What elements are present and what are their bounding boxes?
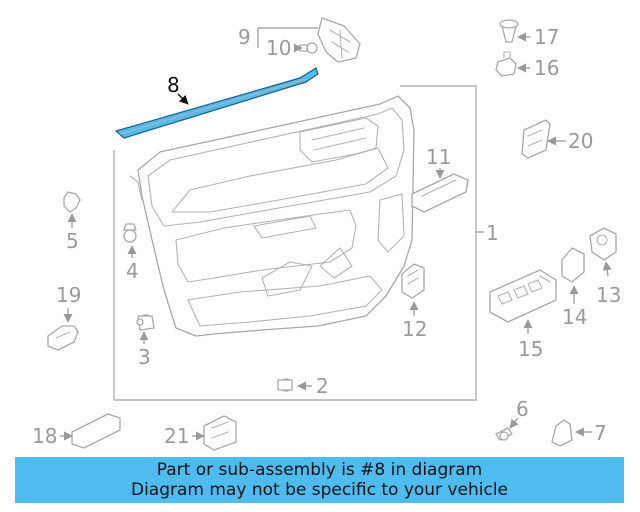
callout-11: 11 (426, 145, 451, 169)
callout-7: 7 (594, 421, 607, 445)
callout-20: 20 (568, 129, 593, 153)
callout-4: 4 (126, 259, 139, 283)
callout-3: 3 (138, 345, 151, 369)
callout-21: 21 (164, 424, 189, 448)
part-20-bezel (521, 119, 551, 159)
banner-line-2: Diagram may not be specific to your vehi… (130, 480, 508, 500)
leader-13 (602, 261, 612, 277)
part-3-fastener (136, 314, 155, 331)
door-trim-panel (129, 95, 415, 337)
part-10-screw (299, 42, 318, 54)
leader-9 (257, 27, 318, 48)
callout-10: 10 (266, 36, 291, 60)
callout-1: 1 (486, 221, 499, 245)
callout-13: 13 (596, 283, 621, 307)
callout-12: 12 (402, 317, 427, 341)
part-2-screw (277, 378, 293, 392)
part-19-handle (47, 325, 79, 351)
banner-line-1: Part or sub-assembly is #8 in diagram (156, 460, 483, 480)
callout-19: 19 (56, 283, 81, 307)
callout-17: 17 (534, 25, 559, 49)
part-17-clip (499, 19, 519, 43)
callout-2: 2 (316, 374, 329, 398)
callout-5: 5 (66, 229, 79, 253)
part-18-cover (71, 413, 121, 449)
part-16-retainer (495, 51, 517, 77)
part-21-bracket (203, 415, 237, 451)
callout-18: 18 (32, 424, 57, 448)
part-15-switch (489, 269, 557, 323)
callout-8: 8 (167, 73, 180, 97)
leader-6 (509, 417, 519, 429)
part-12-switch (401, 263, 425, 299)
part-14-switch (561, 247, 585, 283)
part-6-screw (495, 427, 513, 441)
callout-15: 15 (518, 337, 543, 361)
part-11-bezel (411, 173, 469, 213)
part-5-clip (63, 191, 81, 213)
callout-9: 9 (238, 25, 251, 49)
part-9-bracket (317, 17, 361, 63)
callout-14: 14 (562, 305, 587, 329)
callout-16: 16 (534, 56, 559, 80)
leader-8 (177, 93, 189, 105)
part-info-banner: Part or sub-assembly is #8 in diagram Di… (15, 457, 624, 503)
part-13-switch (589, 227, 617, 261)
part-4-pin (123, 223, 137, 243)
assembly-frame (113, 85, 477, 401)
callout-6: 6 (516, 397, 529, 421)
part-7-clip (551, 419, 573, 447)
